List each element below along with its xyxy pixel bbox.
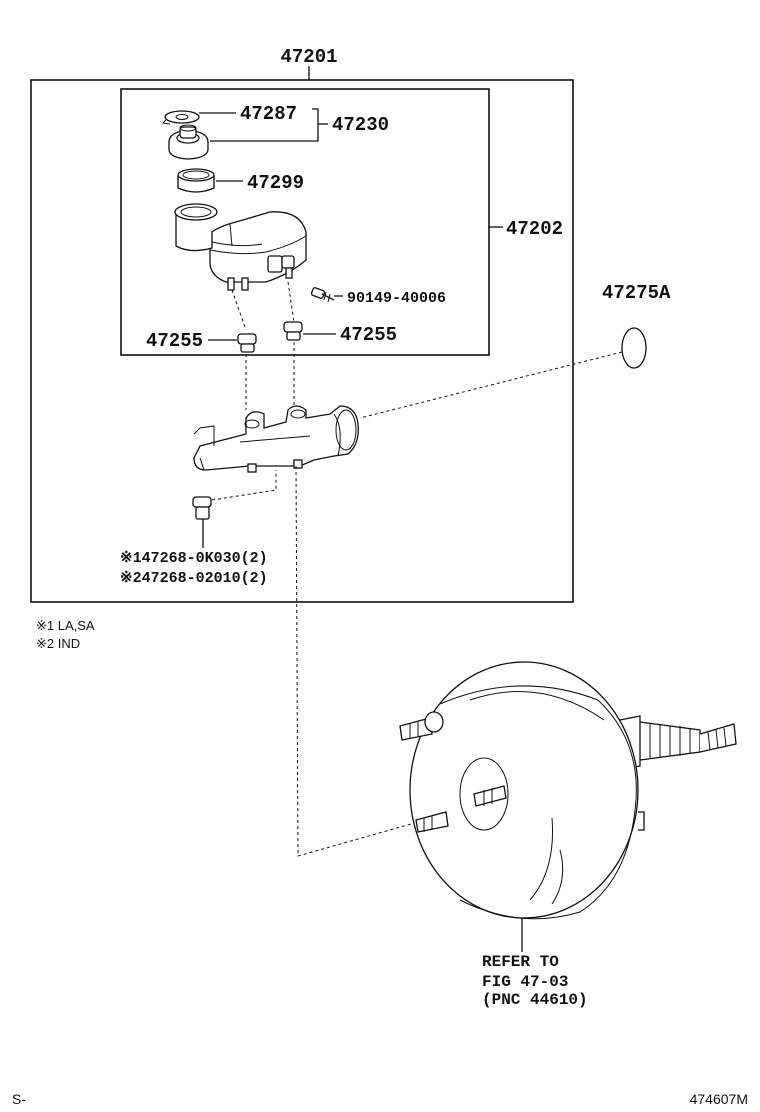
- master-cylinder-shape: [193, 405, 359, 473]
- refer-line-1: REFER TO: [482, 953, 559, 971]
- label-47255-right: 47255: [340, 324, 397, 346]
- label-47268-0k030: ※147268-0K030(2): [120, 550, 268, 567]
- refer-line-2: FIG 47-03: [482, 973, 568, 991]
- brake-booster-shape: [399, 661, 737, 920]
- dash-line-1: [231, 289, 247, 331]
- reservoir-47202-box: [120, 88, 490, 356]
- footer-figure-number: 474607M: [690, 1091, 748, 1107]
- label-47268-02010: ※247268-02010(2): [120, 570, 268, 587]
- dash-line-plug: [211, 470, 277, 501]
- assembly-47201-box: [30, 79, 574, 603]
- plug-47268-shape: [192, 496, 212, 520]
- dash-line-2: [287, 281, 295, 323]
- dash-line-booster: [295, 465, 419, 857]
- o-ring-47275A-shape: [621, 327, 647, 369]
- cap-47230-shape: [168, 124, 209, 160]
- grommet-47255-right-shape: [283, 321, 303, 341]
- screw-90149-shape: [310, 287, 335, 303]
- strainer-47287-shape: [161, 110, 200, 125]
- label-47202: 47202: [506, 218, 563, 240]
- dash-line-oring: [359, 351, 623, 419]
- label-47299: 47299: [247, 172, 304, 194]
- footer-left-mark: S-: [12, 1091, 26, 1107]
- note-1: ※1 LA,SA: [36, 618, 95, 633]
- label-47255-left: 47255: [146, 330, 203, 352]
- note-2: ※2 IND: [36, 636, 80, 651]
- label-90149-40006: 90149-40006: [347, 290, 446, 307]
- grommet-47255-left-shape: [237, 333, 257, 353]
- refer-line-3: (PNC 44610): [482, 991, 588, 1009]
- filter-47299-shape: [177, 168, 215, 193]
- reservoir-tank-shape: [174, 203, 307, 291]
- label-47287: 47287: [240, 103, 297, 125]
- label-47201: 47201: [280, 46, 337, 68]
- label-47275A: 47275A: [602, 282, 671, 304]
- bracket-47230: [210, 108, 319, 142]
- label-47230: 47230: [332, 114, 389, 136]
